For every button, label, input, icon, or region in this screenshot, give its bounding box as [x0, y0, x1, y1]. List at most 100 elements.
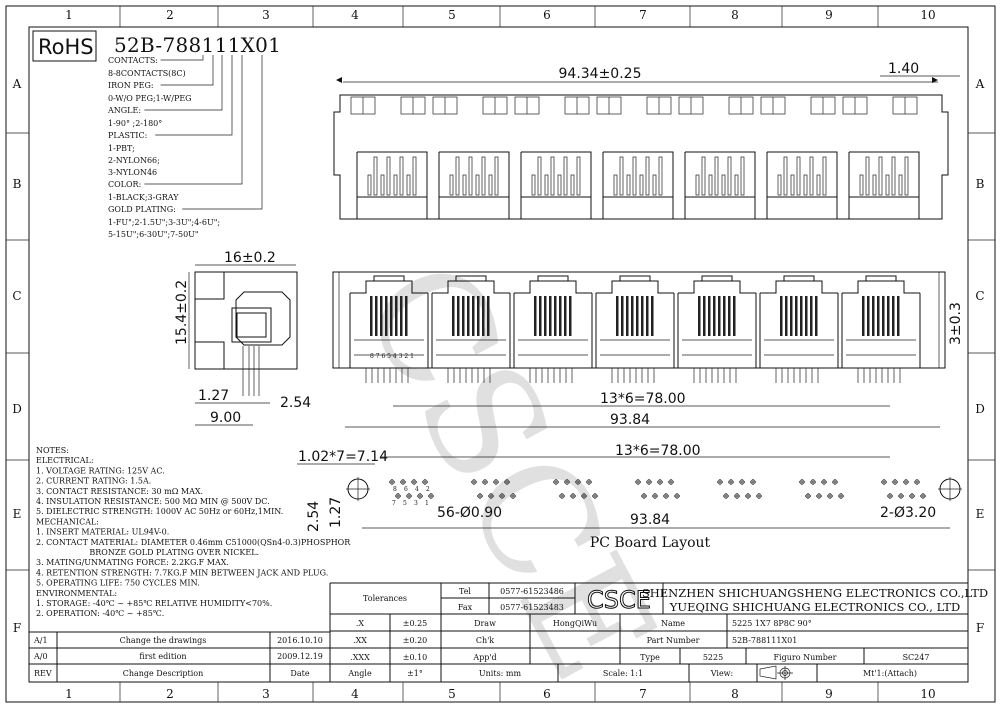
port-top: [520, 151, 592, 219]
row-label: E: [976, 507, 985, 521]
part-code-options: CONTACTS: 8-8CONTACTS(8C) IRON PEG: 0-W/O P…: [107, 55, 263, 239]
row-label: F: [13, 621, 21, 635]
pin-label: 7: [392, 500, 396, 507]
figure-number-label: Figuro Number: [774, 653, 837, 662]
port-top: [766, 151, 838, 219]
row-label: C: [12, 289, 21, 303]
title-block: Tolerances .X ±0.25 .XX ±0.20 .XXX ±0.10…: [329, 582, 988, 682]
note-line: 4. INSULATION RESISTANCE: 500 MΩ MIN @ 5…: [36, 497, 270, 506]
rev-date: 2009.12.19: [277, 652, 323, 661]
column-label: 6: [543, 687, 551, 701]
type-label: Type: [640, 653, 660, 662]
port-top: [848, 151, 920, 219]
port-front: [595, 275, 675, 368]
column-label: 7: [639, 687, 647, 701]
pin-numbers: 8 7 6 5 4 3 2 1: [370, 353, 414, 360]
row-label: D: [12, 402, 22, 416]
note-line: BRONZE GOLD PLATING OVER NICKEL.: [36, 548, 259, 557]
pin-label: 4: [415, 486, 419, 493]
column-label: 8: [731, 687, 739, 701]
option-value: 1-BLACK;3-GRAY: [108, 193, 179, 202]
option-value: 0-W/O PEG;1-W/PEG: [108, 94, 192, 103]
check-label: Ch'k: [476, 636, 494, 645]
dim-side-pin-b: 2.54: [280, 395, 311, 411]
fax-label: Fax: [458, 603, 473, 612]
note-line: NOTES:: [36, 446, 69, 455]
dim-front-pitch: 13*6=78.00: [600, 391, 686, 407]
note-line: 4. RETENTION STRENGTH: 7.7KG.F MIN BETWE…: [36, 568, 328, 577]
option-value: 3-NYLON46: [108, 168, 157, 177]
tolerance-key: Angle: [347, 669, 372, 678]
note-line: 2. CURRENT RATING: 1.5A.: [36, 477, 151, 486]
column-label: 4: [351, 687, 359, 701]
port-front: [841, 275, 921, 368]
option-value: 8-8CONTACTS(8C): [108, 69, 186, 78]
row-label: B: [13, 177, 22, 191]
option-label: IRON PEG:: [108, 81, 154, 90]
port-front: [759, 275, 839, 368]
option-label: CONTACTS:: [108, 56, 158, 65]
name-label: Name: [661, 619, 685, 628]
inner-frame: [28, 26, 969, 683]
part-code: 52B-788111X01: [114, 33, 281, 57]
note-line: MECHANICAL:: [36, 517, 99, 526]
dim-top-width: 94.34±0.25: [559, 66, 642, 82]
notes: NOTES:ELECTRICAL:1. VOLTAGE RATING: 125V…: [36, 446, 351, 618]
rev-id: A/0: [33, 652, 48, 661]
note-line: 5. OPERATING LIFE: 750 CYCLES MIN.: [36, 579, 200, 588]
port-top: [602, 151, 674, 219]
view-label: View:: [710, 669, 733, 678]
tolerance-value: ±0.25: [403, 619, 428, 628]
row-label: F: [976, 621, 984, 635]
note-line: 3. CONTACT RESISTANCE: 30 mΩ MAX.: [36, 487, 203, 496]
column-label: 5: [448, 687, 456, 701]
rohs-label: RoHS: [38, 35, 94, 59]
dim-pcb-pin-pitch: 1.02*7=7.14: [298, 449, 388, 465]
outer-frame: [5, 5, 996, 703]
option-label: GOLD PLATING:: [108, 205, 176, 214]
revision-table: A/1 Change the drawings 2016.10.10 A/0 f…: [29, 631, 330, 682]
column-label: 6: [543, 8, 551, 22]
port-front: [677, 275, 757, 368]
dim-pcb-port-pitch: 13*6=78.00: [615, 443, 701, 459]
dim-pcb-row-a: 2.54: [306, 501, 322, 532]
projection-symbol-icon: [759, 665, 793, 680]
fax-value: 0577-61523483: [500, 603, 564, 612]
pcb-title: PC Board Layout: [590, 535, 711, 551]
option-label: COLOR:: [108, 180, 141, 189]
column-label: 1: [65, 687, 73, 701]
row-label: B: [976, 177, 985, 191]
row-label: E: [13, 507, 22, 521]
dim-front-height: 3±0.3: [948, 302, 964, 345]
figure-number-value: SC247: [903, 653, 930, 662]
column-label: 7: [639, 8, 647, 22]
option-value: 1-FU";2-1.5U";3-3U";4-6U";: [108, 218, 220, 227]
port-front: [513, 275, 593, 368]
tolerance-key: .X: [356, 619, 365, 628]
dim-top-edge: 1.40: [888, 61, 919, 77]
note-line: ENVIRONMENTAL:: [36, 589, 117, 598]
port-front: [431, 275, 511, 368]
dim-front-total: 93.84: [610, 412, 650, 428]
tolerance-value: ±0.20: [403, 636, 428, 645]
column-label: 1: [65, 8, 73, 22]
pin-label: 6: [404, 486, 408, 493]
dim-side-height: 15.4±0.2: [174, 280, 190, 345]
dim-side-pin-a: 1.27: [198, 388, 229, 404]
row-label: A: [975, 77, 985, 91]
column-label: 3: [262, 8, 270, 22]
pin-label: 2: [426, 486, 430, 493]
rev-header-desc: Change Description: [123, 669, 204, 678]
port-front: [349, 275, 429, 368]
top-view: 94.34±0.25 1.40: [333, 61, 960, 220]
tolerance-value: ±1°: [407, 669, 423, 678]
pin-label: 5: [403, 500, 407, 507]
row-label: C: [975, 289, 984, 303]
option-label: PLASTIC:: [108, 131, 147, 140]
note-line: 5. DIELECTRIC STRENGTH: 1000V AC 50Hz or…: [36, 507, 283, 516]
draw-value: HongQiWu: [553, 619, 597, 628]
dim-pcb-row-b: 1.27: [328, 497, 344, 528]
column-label: 10: [920, 687, 935, 701]
